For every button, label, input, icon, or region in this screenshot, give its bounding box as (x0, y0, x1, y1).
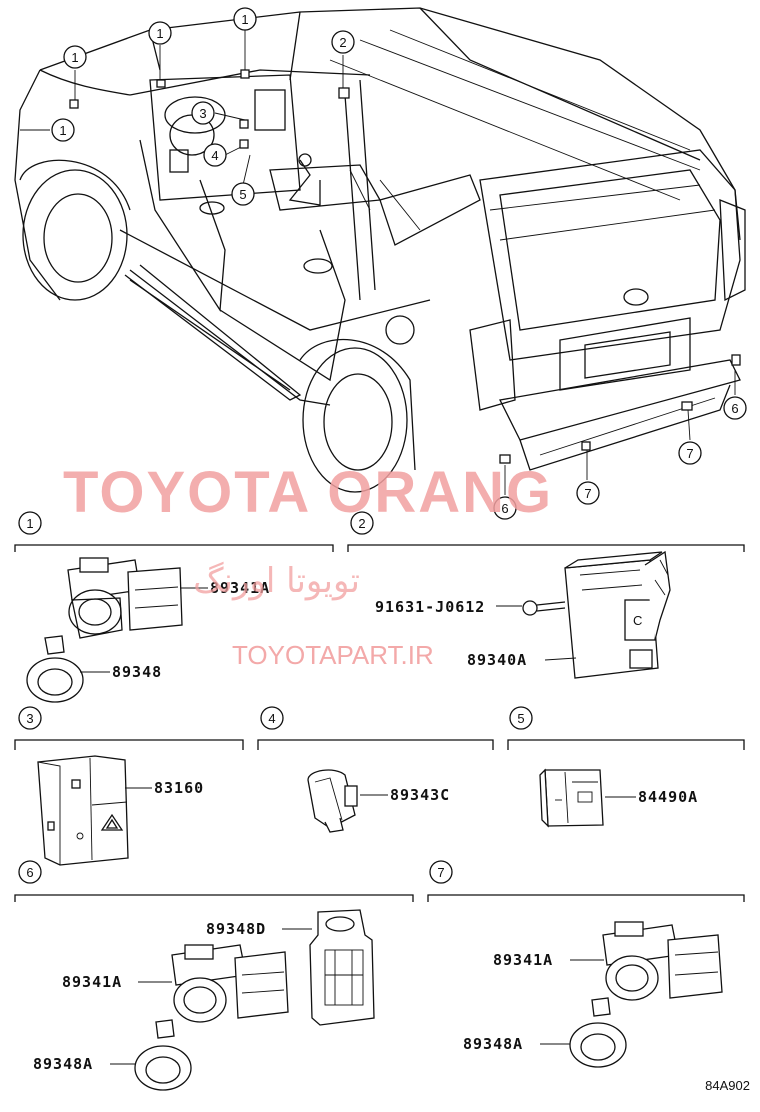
callout-3: 3 (199, 106, 206, 121)
section-2-number: 2 (358, 516, 365, 531)
part-91631-j0612: 91631-J0612 (375, 598, 485, 616)
section-7-number: 7 (437, 865, 444, 880)
callout-1d: 1 (59, 123, 66, 138)
section-6-number: 6 (26, 865, 33, 880)
switch-84490a-icon (539, 768, 604, 828)
section-5-number: 5 (517, 711, 524, 726)
part-89340a: 89340A (467, 651, 527, 669)
callout-5: 5 (239, 187, 246, 202)
ring-89348a-s6-icon (134, 1019, 192, 1091)
callout-4: 4 (211, 148, 218, 163)
ecu-89340a-icon: C (564, 550, 671, 679)
callout-6b: 6 (501, 501, 508, 516)
section-2: 2 C 91631-J0612 89340A (347, 511, 745, 679)
diagram-code: 84A902 (705, 1078, 750, 1093)
part-89341a-s6: 89341A (62, 973, 122, 991)
sensor-89343c-icon (307, 769, 358, 833)
ring-89348a-s7-icon (569, 997, 627, 1068)
callout-7a: 7 (686, 446, 693, 461)
callout-1a: 1 (71, 50, 78, 65)
vehicle-callouts: 1 1 1 1 2 3 4 5 6 6 7 7 (51, 7, 747, 520)
section-5: 5 84490A (507, 706, 745, 828)
vehicle-illustration (14, 7, 746, 495)
callout-7b: 7 (584, 486, 591, 501)
section-1-number: 1 (26, 516, 33, 531)
watermark: TOYOTA ORANG تویوتا اورنگ TOYOTAPART.IR (63, 460, 553, 670)
section-1: 1 89341A 89348 (14, 511, 334, 703)
part-89348d: 89348D (206, 920, 266, 938)
section-3: 3 83160 (14, 706, 244, 866)
callout-1b: 1 (156, 26, 163, 41)
part-84490a: 84490A (638, 788, 698, 806)
callout-2: 2 (339, 35, 346, 50)
ring-89348-icon (26, 635, 84, 703)
callout-1c: 1 (241, 12, 248, 27)
section-3-number: 3 (26, 711, 33, 726)
bracket-89348d-icon (309, 909, 375, 1026)
watermark-site: TOYOTAPART.IR (232, 640, 434, 670)
section-6: 6 89348D 89341A 89348A (14, 860, 414, 1091)
part-89348a-s6: 89348A (33, 1055, 93, 1073)
switch-83160-icon (37, 755, 129, 866)
part-83160: 83160 (154, 779, 204, 797)
sensor-89341a-s7-icon (602, 921, 723, 1001)
section-4: 4 89343C (257, 706, 494, 833)
svg-text:C: C (633, 613, 642, 628)
section-4-number: 4 (268, 711, 275, 726)
section-7: 7 89341A 89348A (427, 860, 745, 1068)
bolt-91631-icon (522, 600, 566, 616)
part-89341a-s7: 89341A (493, 951, 553, 969)
watermark-persian: تویوتا اورنگ (193, 561, 360, 601)
part-89348-s1: 89348 (112, 663, 162, 681)
part-89343c: 89343C (390, 786, 450, 804)
sensor-89341a-s6-icon (171, 944, 289, 1023)
part-89348a-s7: 89348A (463, 1035, 523, 1053)
watermark-main: TOYOTA ORANG (63, 460, 553, 525)
sensor-89341a-icon (67, 557, 183, 639)
part-89341a-s1: 89341A (210, 579, 270, 597)
callout-6a: 6 (731, 401, 738, 416)
